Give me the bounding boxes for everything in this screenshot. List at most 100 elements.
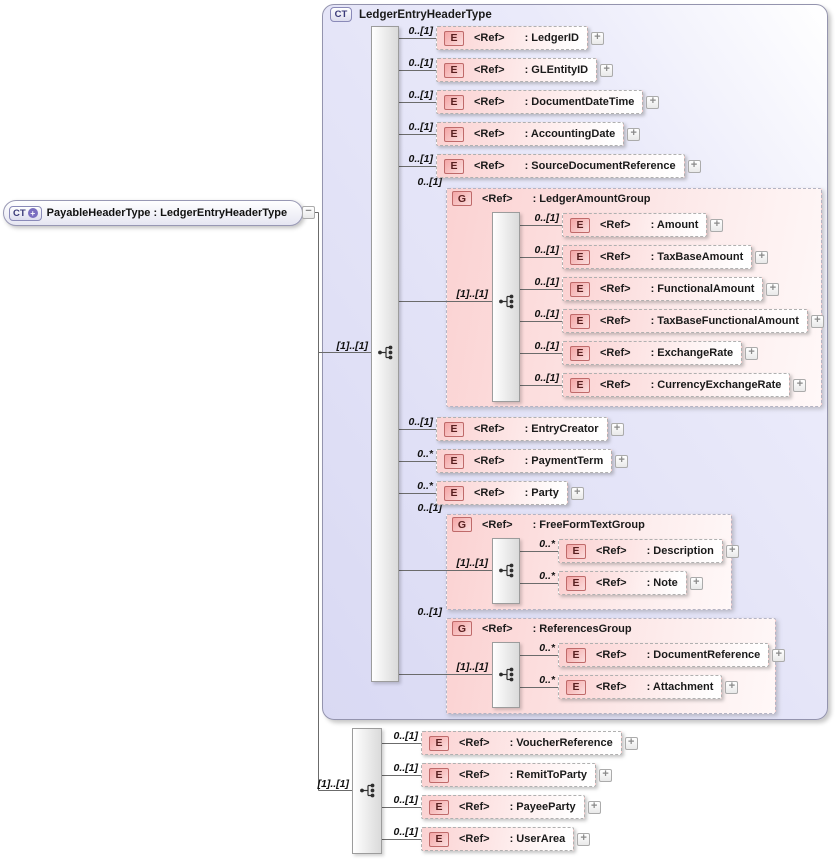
ref-text: <Ref> xyxy=(600,315,631,327)
ref-text: <Ref> xyxy=(474,160,505,172)
cardinality-label: 0..[1] xyxy=(408,153,433,165)
element-name: : TaxBaseFunctionalAmount xyxy=(650,315,799,327)
element-badge: E xyxy=(566,647,586,663)
expand-icon[interactable]: + xyxy=(725,680,739,694)
element-name: : UserArea xyxy=(509,833,566,845)
element-box-documentreference[interactable]: E<Ref>: DocumentReference xyxy=(558,643,770,667)
element-box-payeeparty[interactable]: E<Ref>: PayeeParty xyxy=(421,795,585,819)
element-badge: E xyxy=(429,831,449,847)
expand-icon[interactable]: + xyxy=(793,378,807,392)
element-name: : SourceDocumentReference xyxy=(524,160,676,172)
element-badge: E xyxy=(429,799,449,815)
element-box-description[interactable]: E<Ref>: Description xyxy=(558,539,723,563)
element-badge: E xyxy=(566,679,586,695)
cardinality-label: 0..[1] xyxy=(393,762,418,774)
element-name: : RemitToParty xyxy=(509,769,587,781)
element-badge: E xyxy=(570,377,590,393)
expand-icon[interactable]: + xyxy=(610,422,624,436)
element-box-taxbaseamount[interactable]: E<Ref>: TaxBaseAmount xyxy=(562,245,753,269)
element-row-userarea: E<Ref>: UserArea+ xyxy=(421,827,591,851)
expand-icon[interactable]: + xyxy=(624,736,638,750)
cardinality-label: [1]..[1] xyxy=(336,340,369,352)
root-element-label: PayableHeaderType : LedgerEntryHeaderTyp… xyxy=(46,207,288,219)
element-badge: E xyxy=(444,485,464,501)
expand-icon[interactable]: + xyxy=(745,346,759,360)
element-box-attachment[interactable]: E <Ref> : Attachment xyxy=(558,675,723,699)
element-name: : VoucherReference xyxy=(509,737,613,749)
cardinality-label: 0..* xyxy=(539,538,555,550)
element-box-functionalamount[interactable]: E<Ref>: FunctionalAmount xyxy=(562,277,764,301)
root-element-box[interactable]: CT+ PayableHeaderType : LedgerEntryHeade… xyxy=(3,200,303,226)
group-badge: G xyxy=(452,621,472,636)
element-box-glentityid[interactable]: E<Ref>: GLEntityID xyxy=(436,58,598,82)
element-name: : EntryCreator xyxy=(524,423,599,435)
expand-icon[interactable]: + xyxy=(710,218,724,232)
element-box-documentdatetime[interactable]: E<Ref>: DocumentDateTime xyxy=(436,90,644,114)
ref-text: <Ref> xyxy=(459,769,490,781)
expand-icon[interactable]: + xyxy=(600,63,614,77)
ref-text: <Ref> xyxy=(600,379,631,391)
element-box-currencyexchangerate[interactable]: E<Ref>: CurrencyExchangeRate xyxy=(562,373,791,397)
expand-icon[interactable]: + xyxy=(755,250,769,264)
element-box-entrycreator[interactable]: E<Ref>: EntryCreator xyxy=(436,417,608,441)
element-badge: E xyxy=(444,158,464,174)
cardinality-label: [1]..[1] xyxy=(456,557,489,569)
expand-icon[interactable]: + xyxy=(577,832,591,846)
cardinality-label: 0..[1] xyxy=(417,606,442,618)
ref-text: <Ref> xyxy=(596,545,627,557)
element-row-currencyexchangerate: E<Ref>: CurrencyExchangeRate+ xyxy=(562,373,807,397)
element-name: : PaymentTerm xyxy=(524,455,604,467)
element-badge: E xyxy=(566,575,586,591)
expand-icon[interactable]: + xyxy=(810,314,824,328)
cardinality-label: [1]..[1] xyxy=(456,661,489,673)
expand-icon[interactable]: + xyxy=(646,95,660,109)
element-box-ledgerid[interactable]: E<Ref>: LedgerID xyxy=(436,26,588,50)
element-box-note[interactable]: E<Ref>: Note xyxy=(558,571,687,595)
ref-text: <Ref> xyxy=(596,577,627,589)
element-name: : Description xyxy=(646,545,714,557)
expand-icon[interactable]: + xyxy=(772,648,786,662)
element-box-amount[interactable]: E<Ref>: Amount xyxy=(562,213,708,237)
expand-icon[interactable]: + xyxy=(590,31,604,45)
element-name: : Attachment xyxy=(646,681,714,693)
ref-text: <Ref> xyxy=(474,455,505,467)
element-box-remittoparty[interactable]: E<Ref>: RemitToParty xyxy=(421,763,596,787)
plus-circle-icon: + xyxy=(27,208,38,218)
element-row-sourcedocumentreference: E <Ref> : SourceDocumentReference + xyxy=(436,154,701,178)
ref-text: <Ref> xyxy=(474,487,505,499)
cardinality-label: 0..[1] xyxy=(534,308,559,320)
element-row-functionalamount: E<Ref>: FunctionalAmount+ xyxy=(562,277,780,301)
cardinality-label: 0..[1] xyxy=(534,244,559,256)
element-badge: E xyxy=(444,126,464,142)
cardinality-label: 0..[1] xyxy=(534,212,559,224)
element-box-paymentterm[interactable]: E<Ref>: PaymentTerm xyxy=(436,449,613,473)
expand-icon[interactable]: + xyxy=(725,544,739,558)
cardinality-label: 0..[1] xyxy=(408,57,433,69)
group-badge: G xyxy=(452,191,472,206)
ref-text: <Ref> xyxy=(474,128,505,140)
element-box-exchangerate[interactable]: E<Ref>: ExchangeRate xyxy=(562,341,743,365)
collapse-icon[interactable]: − xyxy=(302,206,315,219)
expand-icon[interactable]: + xyxy=(687,159,701,173)
expand-icon[interactable]: + xyxy=(587,800,601,814)
sequence-bar[interactable] xyxy=(492,212,520,402)
element-box-accountingdate[interactable]: E<Ref>: AccountingDate xyxy=(436,122,625,146)
ref-text: <Ref> xyxy=(482,518,513,531)
expand-icon[interactable]: + xyxy=(627,127,641,141)
element-box-sourcedocumentreference[interactable]: E <Ref> : SourceDocumentReference xyxy=(436,154,685,178)
element-box-userarea[interactable]: E<Ref>: UserArea xyxy=(421,827,575,851)
sequence-bar[interactable] xyxy=(371,26,399,682)
expand-icon[interactable]: + xyxy=(599,768,612,782)
ref-text: <Ref> xyxy=(596,681,627,693)
cardinality-label: 0..* xyxy=(417,448,433,460)
expand-icon[interactable]: + xyxy=(615,454,629,468)
cardinality-label: 0..[1] xyxy=(534,372,559,384)
element-box-taxbasefunctionalamount[interactable]: E<Ref>: TaxBaseFunctionalAmount xyxy=(562,309,808,333)
expand-icon[interactable]: + xyxy=(570,486,584,500)
element-box-voucherreference[interactable]: E<Ref>: VoucherReference xyxy=(421,731,622,755)
element-row-ledgerid: E<Ref>: LedgerID+ xyxy=(436,26,604,50)
element-box-party[interactable]: E<Ref>: Party xyxy=(436,481,568,505)
expand-icon[interactable]: + xyxy=(689,576,703,590)
expand-icon[interactable]: + xyxy=(766,282,780,296)
